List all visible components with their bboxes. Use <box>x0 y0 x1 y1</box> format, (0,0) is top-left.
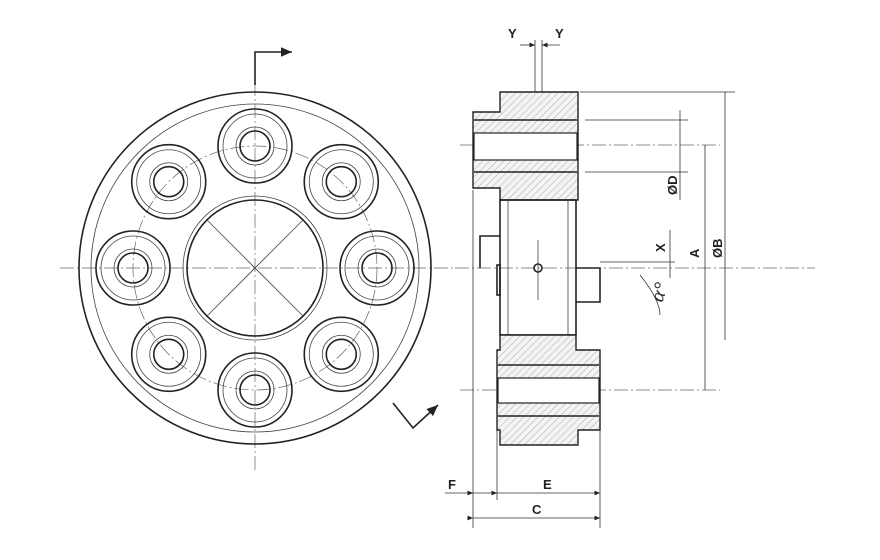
section-view <box>445 40 815 528</box>
label-diameter-d: ØD <box>665 176 680 196</box>
section-arrow-bottom <box>392 402 439 430</box>
label-f: F <box>448 477 456 492</box>
bolt-boss-ring <box>130 143 207 220</box>
bolt-boss-ring <box>136 321 202 387</box>
label-x: X <box>653 243 668 252</box>
bolt-boss-ring <box>321 334 361 374</box>
bolt-boss-ring <box>303 316 380 393</box>
bolt-hole <box>117 252 149 284</box>
bolt-hole <box>152 338 185 371</box>
bolt-boss-ring <box>308 321 374 387</box>
section-arrow-top <box>254 47 292 85</box>
bolt-boss-ring <box>321 162 361 202</box>
bolt-hole <box>239 374 271 406</box>
central-bore <box>186 199 324 337</box>
bolt-boss-ring <box>95 230 171 306</box>
label-e: E <box>543 477 552 492</box>
dim-alpha <box>639 274 661 316</box>
label-y-right: Y <box>555 26 564 41</box>
bolt-boss-ring <box>357 248 397 288</box>
bolt-boss-ring <box>149 334 189 374</box>
bolt-boss-ring <box>100 235 166 301</box>
bolt-boss-ring <box>303 143 380 220</box>
outer-flange-circle <box>78 91 432 445</box>
bolt-boss-ring <box>235 126 275 166</box>
bolt-hole <box>239 130 271 162</box>
bolt-boss-ring <box>344 235 410 301</box>
bolt-boss-ring <box>339 230 415 306</box>
bolt-boss-ring <box>217 108 293 184</box>
bolt-hole <box>325 165 358 198</box>
bolt-hole <box>361 252 393 284</box>
bolt-boss-ring <box>113 248 153 288</box>
label-a: A <box>687 248 702 258</box>
front-view <box>60 47 455 470</box>
bolt-hole <box>152 165 185 198</box>
bolt-boss-ring <box>222 113 288 179</box>
bolt-boss-ring <box>130 316 207 393</box>
label-diameter-b: ØB <box>710 239 725 259</box>
bolt-boss-ring <box>217 352 293 428</box>
bolt-boss-ring <box>136 149 202 215</box>
label-c: C <box>532 502 542 517</box>
bolt-boss-ring <box>235 370 275 410</box>
label-y-left: Y <box>508 26 517 41</box>
label-alpha: α° <box>646 280 673 305</box>
bolt-boss-ring <box>308 149 374 215</box>
bolt-boss-ring <box>222 357 288 423</box>
bolt-bosses <box>95 108 415 428</box>
bolt-hole <box>325 338 358 371</box>
bolt-boss-ring <box>149 162 189 202</box>
bolt-circle <box>132 145 378 391</box>
